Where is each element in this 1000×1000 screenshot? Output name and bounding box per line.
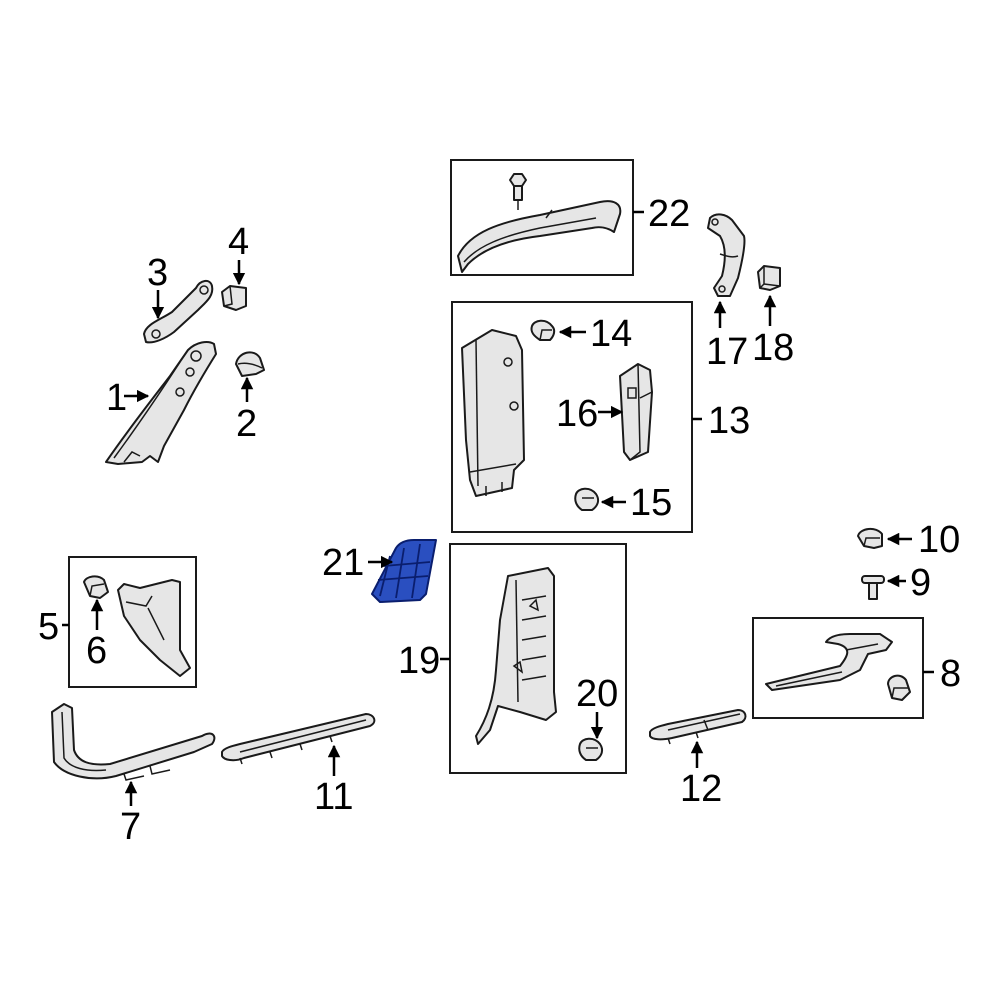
part-22-clip[interactable] [509, 173, 527, 210]
part-1-a-pillar-trim[interactable] [105, 341, 217, 465]
callout-15: 15 [630, 482, 672, 524]
group-box-22 [450, 159, 634, 276]
group-box-8 [752, 617, 924, 719]
part-9-screw[interactable] [861, 575, 885, 600]
callout-22: 22 [648, 193, 690, 235]
part-11-scuff-plate[interactable] [221, 713, 376, 765]
callout-19: 19 [398, 640, 440, 682]
group-box-13 [451, 301, 693, 533]
callout-12: 12 [680, 768, 722, 810]
callout-1: 1 [106, 377, 127, 419]
part-22-roof-trim[interactable] [457, 200, 622, 273]
callout-6: 6 [86, 630, 107, 672]
callout-8: 8 [940, 653, 961, 695]
callout-11: 11 [314, 776, 353, 818]
part-19-pillar-lower[interactable] [475, 567, 557, 745]
callout-18: 18 [752, 327, 794, 369]
part-16-garnish[interactable] [619, 363, 653, 461]
callout-7: 7 [120, 806, 141, 848]
callout-10: 10 [918, 519, 960, 561]
callout-14: 14 [590, 313, 632, 355]
part-18-clip[interactable] [757, 265, 781, 291]
callout-5: 5 [38, 606, 59, 648]
callout-13: 13 [708, 400, 750, 442]
callout-21: 21 [322, 542, 364, 584]
group-box-5 [68, 556, 197, 688]
part-8-clip[interactable] [887, 674, 911, 701]
part-5-trim[interactable] [117, 579, 191, 677]
callout-4: 4 [228, 221, 249, 263]
callout-16: 16 [556, 393, 598, 435]
part-8-handle[interactable] [765, 633, 893, 691]
part-7-scuff-plate[interactable] [51, 703, 216, 781]
part-14-clip[interactable] [530, 319, 556, 341]
callout-17: 17 [706, 331, 748, 373]
part-10-nut[interactable] [857, 528, 883, 549]
part-13-pillar-upper[interactable] [461, 329, 525, 497]
callout-2: 2 [236, 403, 257, 445]
part-15-clip[interactable] [574, 487, 600, 511]
part-6-clip[interactable] [83, 575, 109, 599]
callout-20: 20 [576, 673, 618, 715]
part-20-clip[interactable] [578, 737, 604, 761]
part-21-grille-highlighted[interactable] [371, 539, 437, 603]
callout-9: 9 [910, 562, 931, 604]
part-12-scuff-plate[interactable] [649, 709, 747, 745]
part-4-clip[interactable] [221, 285, 247, 311]
callout-3: 3 [147, 252, 168, 294]
part-17-bracket[interactable] [707, 213, 746, 297]
part-2-cap[interactable] [235, 351, 265, 377]
